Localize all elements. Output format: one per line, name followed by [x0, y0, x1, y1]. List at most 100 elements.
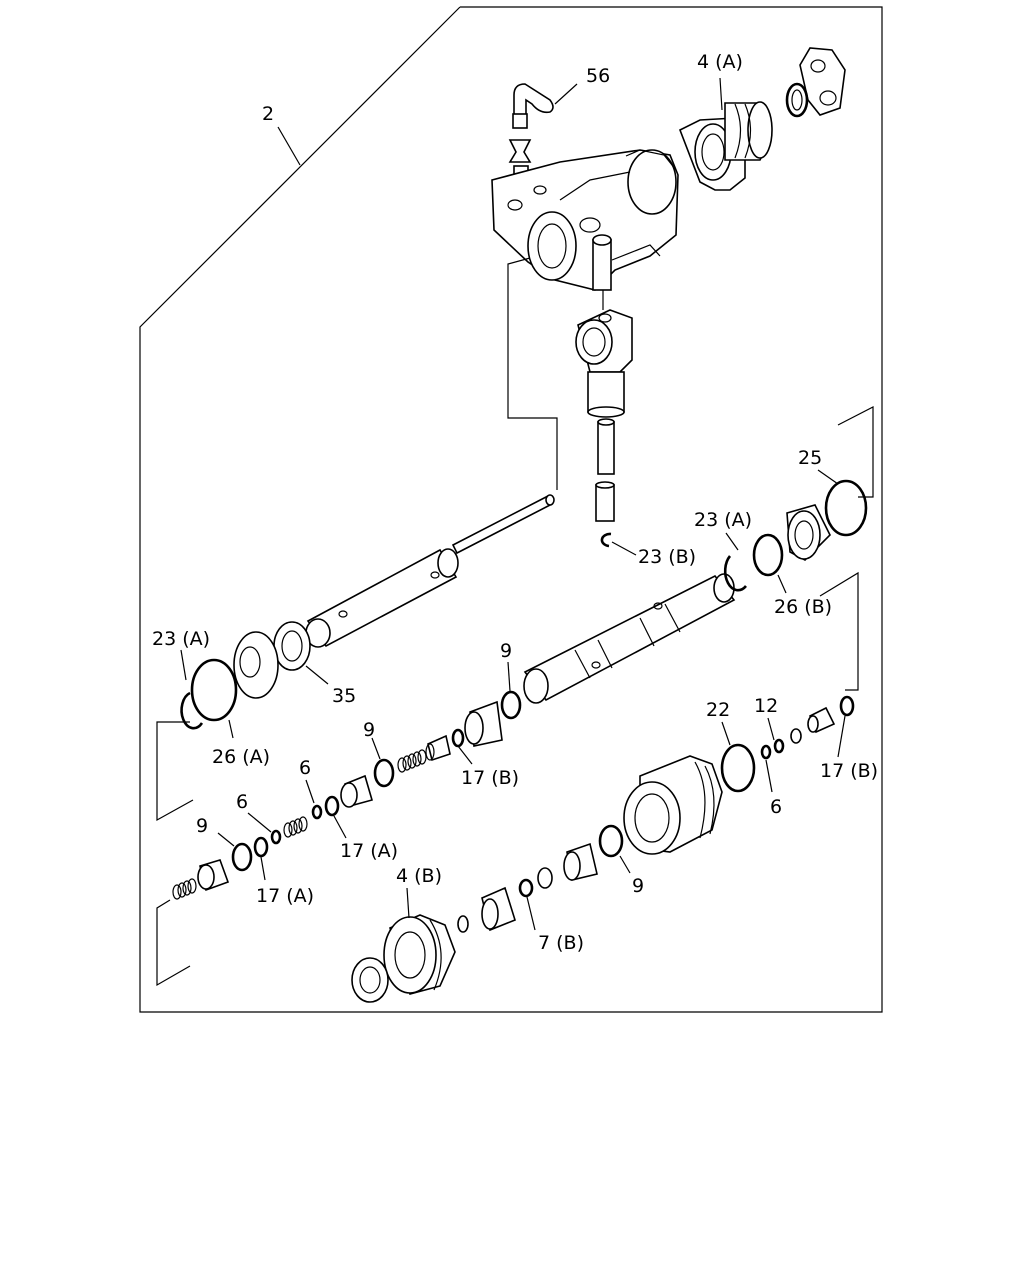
- snap-ring-23a-top: [723, 555, 747, 592]
- label-22: 22: [706, 699, 730, 721]
- o-ring-9-upper: [500, 690, 522, 720]
- label-23a-top: 23 (A): [694, 509, 752, 531]
- label-9-lower: 9: [196, 815, 208, 837]
- o-ring-26b: [752, 533, 784, 577]
- label-7b: 7 (B): [538, 932, 584, 954]
- assembly-frame: [139, 6, 883, 1013]
- seal-25: [824, 479, 868, 537]
- retainer-middle: [340, 774, 373, 808]
- valve-stem: [425, 734, 451, 762]
- spring-upper: [397, 749, 427, 773]
- leader-26b: [777, 574, 787, 594]
- o-ring-17b-right: [839, 695, 855, 717]
- leader-7b: [526, 896, 536, 931]
- leader-6-lower: [247, 812, 272, 833]
- label-6-right: 6: [770, 796, 782, 818]
- plug-right: [807, 706, 836, 734]
- leader-56: [554, 83, 578, 105]
- cylinder-cover-4a: [678, 101, 773, 191]
- label-4b: 4 (B): [396, 865, 442, 887]
- leader-2: [277, 126, 301, 166]
- o-ring-9-lower: [231, 842, 253, 872]
- label-12: 12: [754, 695, 778, 717]
- label-6-middle: 6: [299, 757, 311, 779]
- leader-6-right: [765, 759, 773, 793]
- o-ring-6-right: [760, 744, 772, 760]
- pivot-fitting: [575, 309, 633, 522]
- snap-ring-23b: [600, 532, 612, 548]
- washer-right: [790, 728, 802, 744]
- leader-9-upper: [507, 661, 511, 692]
- label-23a-left: 23 (A): [152, 628, 210, 650]
- seal-22: [720, 743, 756, 793]
- label-4a: 4 (A): [697, 51, 743, 73]
- label-17a-middle: 17 (A): [340, 840, 398, 862]
- piston-shaft-lower: [523, 573, 736, 704]
- bushing-upper-right: [786, 504, 831, 561]
- label-35: 35: [332, 685, 356, 707]
- leader-25: [817, 469, 839, 485]
- leader-6-middle: [305, 779, 315, 804]
- leader-9-lower: [217, 832, 235, 847]
- leader-9-middle: [371, 737, 381, 760]
- retainer-lower: [197, 859, 230, 892]
- spacer-lower: [457, 915, 469, 933]
- o-ring-17a-lower: [253, 836, 269, 858]
- label-17a-lower: 17 (A): [256, 885, 314, 907]
- label-25: 25: [798, 447, 822, 469]
- label-26a: 26 (A): [212, 746, 270, 768]
- piston-shaft-upper: [305, 548, 459, 648]
- o-ring-17b-left: [451, 728, 465, 748]
- o-ring-6-middle: [311, 804, 323, 820]
- washer-plate: [233, 631, 279, 699]
- spring-middle: [283, 816, 308, 838]
- spool-sleeve: [464, 700, 503, 747]
- o-ring-9-middle: [373, 758, 395, 788]
- leader-12: [767, 717, 775, 741]
- leader-35: [305, 665, 329, 685]
- label-23b: 23 (B): [638, 546, 696, 568]
- label-17b-right: 17 (B): [820, 760, 878, 782]
- leader-26a: [228, 719, 234, 739]
- leader-4b: [406, 887, 410, 919]
- pin-rod: [451, 494, 555, 555]
- end-bracket: [785, 47, 846, 118]
- o-ring-9-right-lower: [598, 824, 624, 858]
- o-ring-12: [773, 738, 785, 754]
- leader-17b-right: [837, 715, 846, 758]
- leader-23b: [611, 541, 637, 556]
- spring-lower: [172, 878, 197, 900]
- label-6-lower: 6: [236, 791, 248, 813]
- label-17b-left: 17 (B): [461, 767, 519, 789]
- leader-23a-left: [180, 649, 187, 681]
- leader-22: [721, 721, 731, 746]
- sleeve-lower: [563, 842, 598, 881]
- label-56: 56: [586, 65, 610, 87]
- leader-9-right: [619, 855, 631, 874]
- label-9-middle: 9: [363, 719, 375, 741]
- retainer-small: [537, 867, 553, 889]
- snap-ring-23a-left: [180, 691, 204, 730]
- label-26b: 26 (B): [774, 596, 832, 618]
- valve-housing: [491, 149, 679, 291]
- o-ring-7b: [518, 878, 534, 898]
- label-2: 2: [262, 103, 274, 125]
- guide-line-left-upper: [156, 721, 194, 822]
- guide-line-right-middle: [819, 571, 859, 691]
- label-9-upper: 9: [500, 640, 512, 662]
- o-ring-17a-middle: [324, 795, 340, 817]
- leader-23a-top: [725, 532, 739, 551]
- leader-17a-lower: [260, 856, 266, 881]
- guide-line-left-lower: [156, 899, 191, 987]
- o-ring-26a: [190, 658, 238, 722]
- spool-lower: [481, 886, 516, 932]
- leader-17a-middle: [333, 815, 347, 839]
- label-9-right: 9: [632, 875, 644, 897]
- guide-line-housing: [507, 257, 558, 490]
- cap-seal-lower: [351, 957, 389, 1003]
- end-cap-4b: [383, 914, 456, 995]
- seal-35: [273, 621, 311, 671]
- o-ring-6-lower: [270, 829, 282, 845]
